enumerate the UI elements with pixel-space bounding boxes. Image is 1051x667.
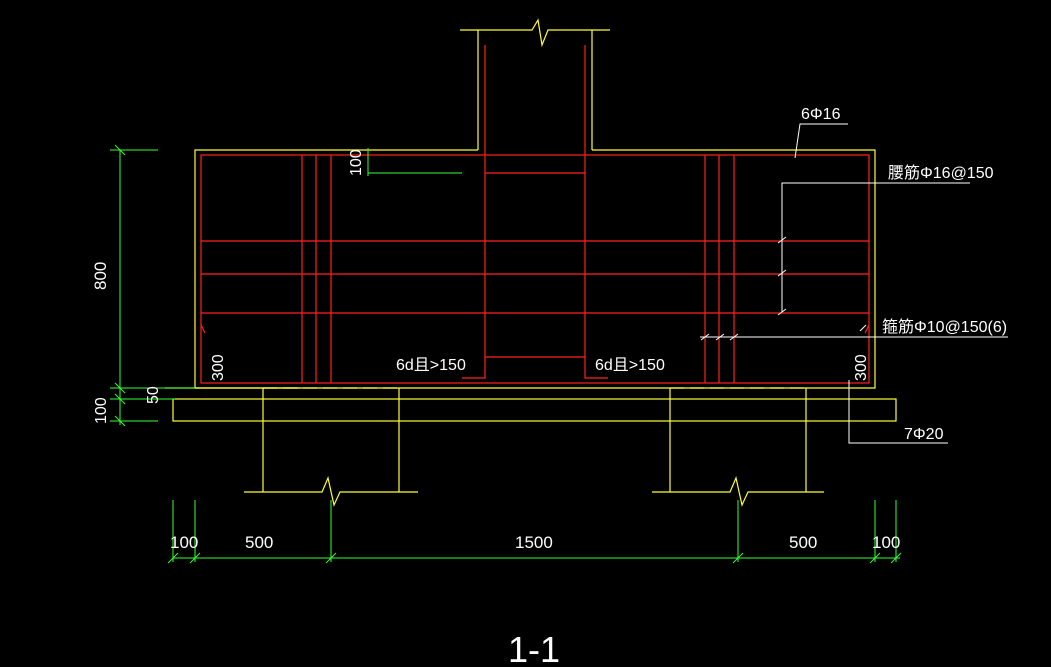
height-dim-label: 800 (91, 262, 110, 290)
dim-h-3: 500 (789, 533, 817, 552)
stirrups-label: 箍筋Φ10@150(6) (882, 318, 1007, 336)
anchor-left-label: 6d且>150 (396, 357, 466, 374)
cushion-50-dim-label: 50 (145, 386, 162, 404)
dimension-lines (110, 144, 902, 564)
dim-h-4: 100 (872, 533, 900, 552)
section-title: 1-1 (508, 629, 560, 667)
leaders (700, 123, 1008, 444)
embed-right-dim-label: 300 (853, 354, 870, 381)
top-bars-label: 6Φ16 (801, 106, 841, 123)
dim-h-0: 100 (170, 533, 198, 552)
embed-left-dim-label: 300 (210, 354, 227, 381)
concrete-outline (165, 18, 897, 507)
anchor-right-label: 6d且>150 (595, 357, 665, 374)
cushion-100-dim-label: 100 (93, 397, 110, 424)
dim-h-1: 500 (245, 533, 273, 552)
dim-h-2: 1500 (515, 533, 553, 552)
bottom-bars-label: 7Φ20 (904, 426, 944, 443)
cover-top-dim-label: 100 (348, 149, 365, 176)
rebar (200, 45, 870, 384)
side-bars-label: 腰筋Φ16@150 (888, 164, 994, 182)
